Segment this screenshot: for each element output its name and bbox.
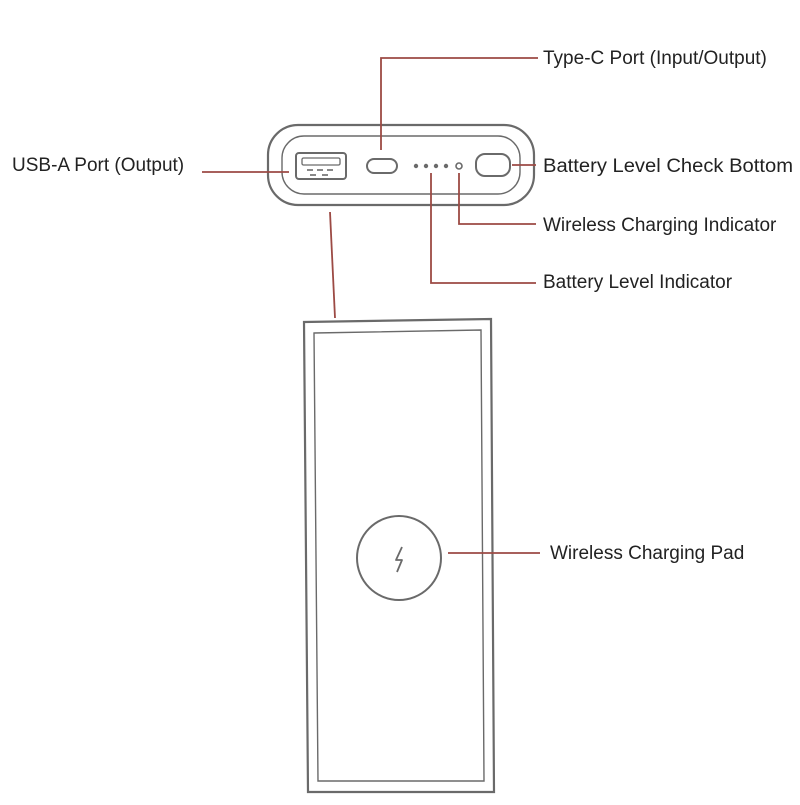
battery-level-dot-1 bbox=[413, 163, 419, 169]
battery-level-dot-2 bbox=[423, 163, 429, 169]
wireless-pad-label: Wireless Charging Pad bbox=[550, 543, 744, 564]
battery-level-leader-line bbox=[430, 173, 536, 284]
wireless-indicator-leader-line bbox=[458, 173, 536, 225]
battery-level-dot-3 bbox=[433, 163, 439, 169]
battery-level-dot-4 bbox=[443, 163, 449, 169]
usb-a-port bbox=[295, 152, 347, 180]
leader-lines bbox=[202, 57, 540, 554]
usb-a-port-label: USB-A Port (Output) bbox=[12, 155, 184, 176]
wireless-indicator-label: Wireless Charging Indicator bbox=[543, 215, 777, 236]
battery-check-button bbox=[475, 153, 511, 177]
wireless-indicator-light bbox=[455, 162, 463, 170]
power-bank-body-outer-outline bbox=[302, 317, 496, 794]
top-to-body-connector-line bbox=[329, 211, 336, 319]
lightning-bolt-icon bbox=[395, 546, 403, 573]
labels: Type-C Port (Input/Output) USB-A Port (O… bbox=[12, 48, 793, 564]
power-bank-body-inner-outline bbox=[313, 329, 485, 782]
wireless-charging-pad bbox=[356, 515, 442, 601]
battery-level-dots bbox=[413, 163, 449, 169]
battery-level-indicator-label: Battery Level Indicator bbox=[543, 272, 733, 293]
power-bank-body bbox=[302, 317, 496, 794]
power-bank-top-view bbox=[266, 123, 536, 207]
type-c-leader-line bbox=[380, 57, 538, 150]
type-c-port bbox=[366, 158, 398, 174]
type-c-port-label: Type-C Port (Input/Output) bbox=[543, 48, 767, 69]
battery-check-button-label: Battery Level Check Bottom bbox=[543, 156, 793, 177]
